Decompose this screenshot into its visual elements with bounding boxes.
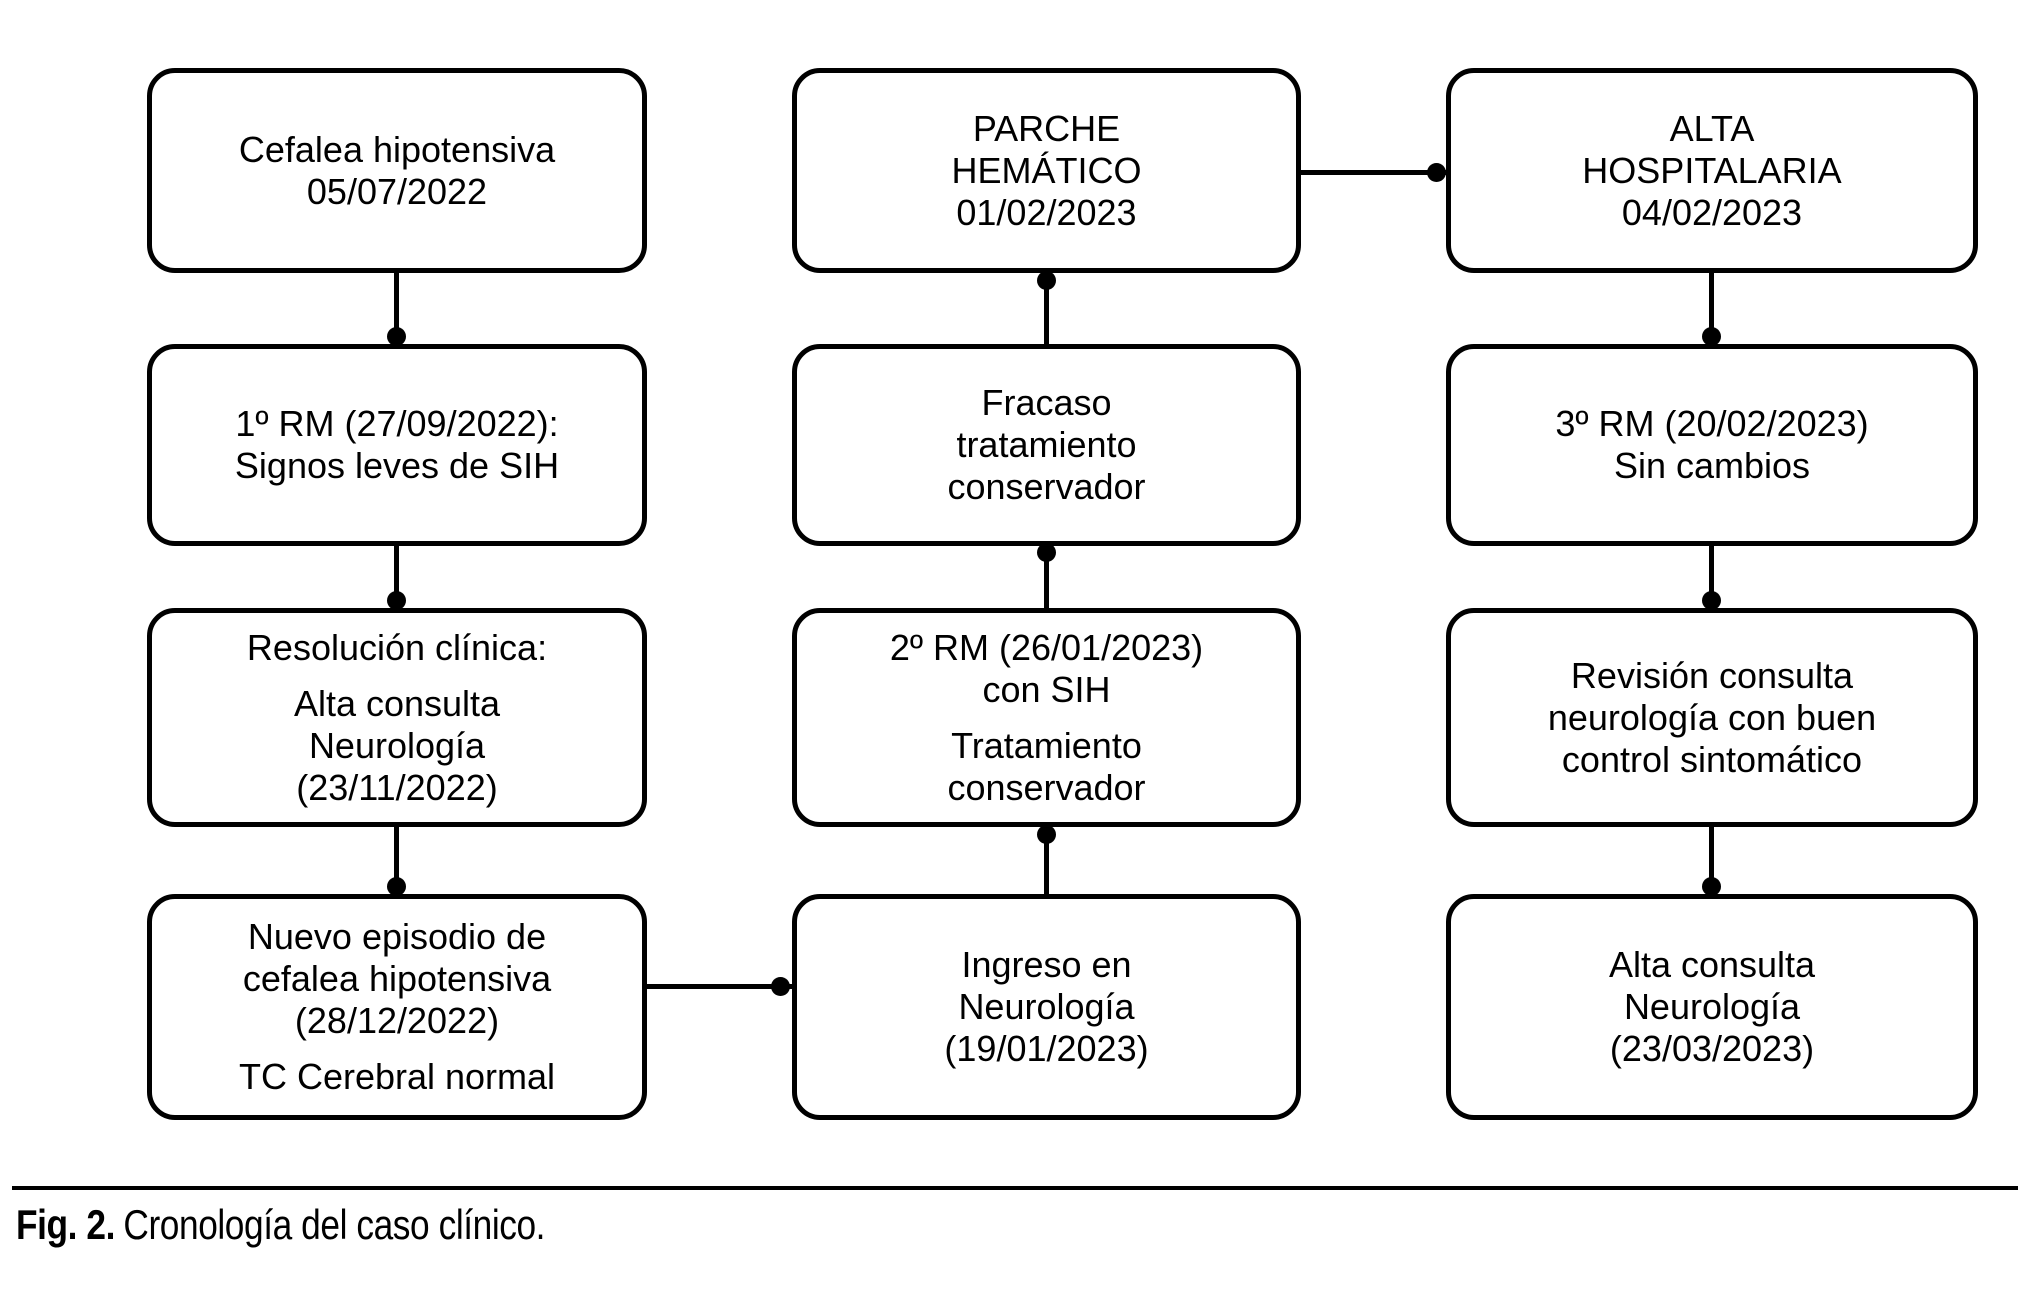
box-text: 3º RM (20/02/2023)Sin cambios [1555,403,1869,486]
caption-divider [12,1186,2018,1190]
connector-resolucion-to-nuevo-episodio [394,824,399,897]
junction-dot [1702,327,1721,346]
box-text: 1º RM (27/09/2022):Signos leves de SIH [234,403,560,486]
box-text: Resolución clínica: [246,626,548,668]
junction-dot [387,591,406,610]
junction-dot [387,877,406,896]
connector-tercera-rm-to-revision [1709,544,1714,611]
connector-nuevo-episodio-to-ingreso [645,984,793,989]
junction-dot [1037,271,1056,290]
box-text: TC Cerebral normal [238,1056,556,1097]
connector-ingreso-to-segunda-rm [1044,824,1049,897]
figure-caption: Fig. 2.Cronología del caso clínico. [16,1200,545,1250]
box-tercera-rm: 3º RM (20/02/2023)Sin cambios [1446,344,1978,546]
connector-primera-rm-to-resolucion [394,544,399,611]
junction-dot [1037,543,1056,562]
connector-alta-hospitalaria-to-tercera-rm [1709,271,1714,347]
connector-parche-to-alta-hospitalaria [1299,170,1449,175]
connector-revision-to-alta-consulta [1709,824,1714,897]
junction-dot [1037,825,1056,844]
junction-dot [771,977,790,996]
junction-dot [1427,163,1446,182]
junction-dot [387,327,406,346]
connector-segunda-rm-to-fracaso [1044,544,1049,611]
junction-dot [1702,877,1721,896]
connector-fracaso-to-parche [1044,271,1049,347]
box-primera-rm: 1º RM (27/09/2022):Signos leves de SIH [147,344,647,546]
box-text: 2º RM (26/01/2023)con SIH [889,626,1204,710]
caption-text: Cronología del caso clínico. [123,1201,546,1248]
connector-cefalea-to-primera-rm [394,271,399,347]
figure-label: Fig. 2. [16,1201,116,1248]
junction-dot [1702,591,1721,610]
